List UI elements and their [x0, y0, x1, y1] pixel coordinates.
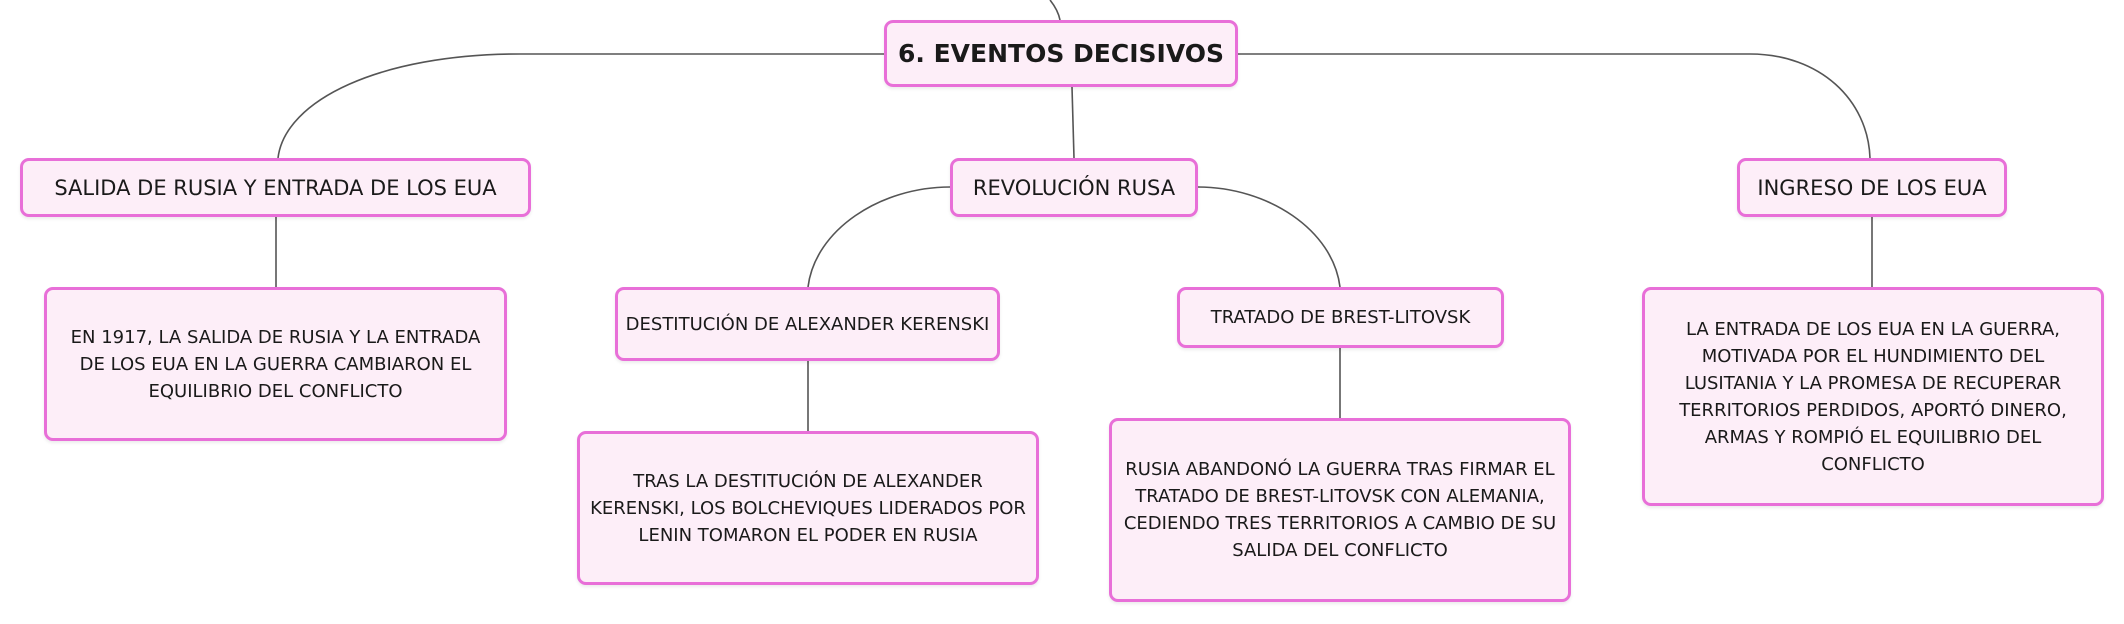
detail-salida-rusia-text: EN 1917, LA SALIDA DE RUSIA Y LA ENTRADA…	[70, 326, 481, 402]
topic-ingreso-eua-label: INGRESO DE LOS EUA	[1757, 175, 1987, 200]
detail-ingreso-eua-text: LA ENTRADA DE LOS EUA EN LA GUERRA, MOTI…	[1679, 318, 2067, 475]
detail-ingreso-eua[interactable]: LA ENTRADA DE LOS EUA EN LA GUERRA, MOTI…	[1642, 287, 2104, 506]
connector-root-revolucion	[1071, 86, 1075, 159]
topic-revolucion-rusa-label: REVOLUCIÓN RUSA	[972, 175, 1176, 200]
topic-revolucion-rusa[interactable]: REVOLUCIÓN RUSA	[950, 158, 1198, 217]
subtopic-tratado-brest[interactable]: TRATADO DE BREST-LITOVSK	[1177, 287, 1504, 348]
subtopic-destitucion-kerenski[interactable]: DESTITUCIÓN DE ALEXANDER KERENSKI	[615, 287, 1000, 361]
connector-revolucion-kerenski	[807, 186, 951, 288]
connector-root-ingreso	[1238, 53, 1871, 159]
root-label: 6. EVENTOS DECISIVOS	[898, 39, 1224, 68]
subtopic-destitucion-kerenski-label: DESTITUCIÓN DE ALEXANDER KERENSKI	[625, 313, 990, 335]
root-node[interactable]: 6. EVENTOS DECISIVOS	[884, 20, 1238, 87]
topic-ingreso-eua[interactable]: INGRESO DE LOS EUA	[1737, 158, 2007, 217]
connector-root-parent	[1049, 0, 1061, 21]
topic-salida-rusia-label: SALIDA DE RUSIA Y ENTRADA DE LOS EUA	[54, 175, 497, 200]
detail-tratado-brest-text: RUSIA ABANDONÓ LA GUERRA TRAS FIRMAR EL …	[1123, 459, 1557, 561]
detail-destitucion-kerenski-text: TRAS LA DESTITUCIÓN DE ALEXANDER KERENSK…	[590, 470, 1026, 546]
detail-salida-rusia[interactable]: EN 1917, LA SALIDA DE RUSIA Y LA ENTRADA…	[44, 287, 507, 441]
connector-revolucion-brest	[1197, 186, 1341, 288]
detail-tratado-brest[interactable]: RUSIA ABANDONÓ LA GUERRA TRAS FIRMAR EL …	[1109, 418, 1571, 602]
connector-root-salida	[277, 53, 884, 159]
topic-salida-rusia[interactable]: SALIDA DE RUSIA Y ENTRADA DE LOS EUA	[20, 158, 531, 217]
subtopic-tratado-brest-label: TRATADO DE BREST-LITOVSK	[1210, 307, 1471, 328]
detail-destitucion-kerenski[interactable]: TRAS LA DESTITUCIÓN DE ALEXANDER KERENSK…	[577, 431, 1039, 585]
